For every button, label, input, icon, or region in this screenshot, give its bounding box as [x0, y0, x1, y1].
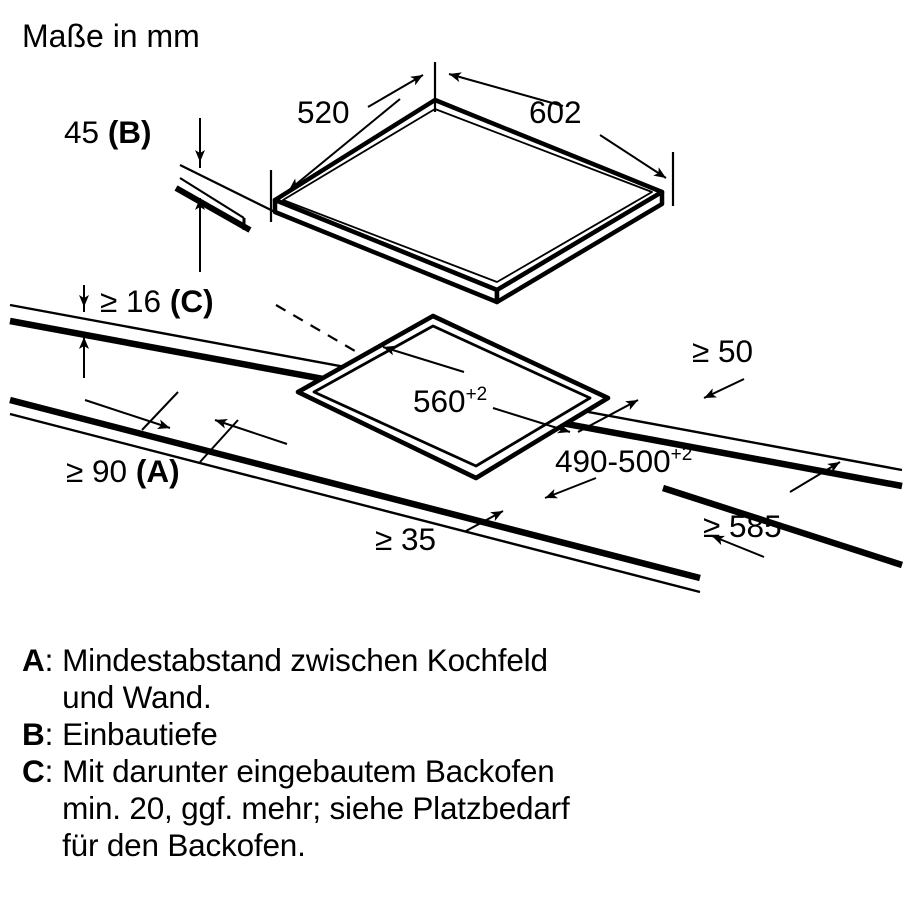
dimension-602: 602 [448, 72, 675, 206]
legend-colon-a: : [44, 642, 54, 678]
cutout-width-arrow-left [382, 345, 465, 373]
worktop-front-thick-line [9, 396, 701, 582]
wall-distance-guide-b [199, 419, 239, 463]
wall-distance-arrow-left [214, 419, 288, 445]
depth-b-label: 45 (B) [64, 114, 152, 150]
alignment-dashed-line [275, 304, 435, 398]
legend-key-c: C [22, 753, 45, 789]
dim-602-arrow-top [448, 72, 564, 107]
dimension-worktop-depth: ≥ 585 [703, 461, 841, 558]
worktop-front-thin-line [9, 412, 701, 594]
page-title: Maße in mm [22, 18, 200, 54]
legend-text-c: Mit darunter eingebautem Backofen min. 2… [62, 753, 822, 864]
wall-distance-arrow-right [84, 399, 171, 429]
worktop-cutout [295, 313, 611, 481]
legend-key-b: B [22, 716, 45, 752]
worktop-depth-arrow-down [711, 535, 765, 558]
cutout-depth-label: 490-500+2 [555, 443, 692, 479]
legend-colon-c: : [44, 753, 54, 789]
legend-item-b: B : Einbautiefe [22, 716, 822, 753]
rear-min-label: ≥ 50 [692, 333, 753, 369]
front-min-label: ≥ 35 [375, 521, 436, 557]
worktop-depth-arrow-up [789, 461, 841, 493]
legend-colon-b: : [44, 716, 54, 752]
legend-text-b-line1: Einbautiefe [62, 716, 218, 752]
dimension-front-min: ≥ 35 [375, 510, 504, 557]
legend-item-a: A : Mindestabstand zwischen Kochfeld und… [22, 642, 822, 716]
wall-distance-guide-a [141, 391, 179, 431]
legend-text-c-line1: Mit darunter eingebautem Backofen [62, 753, 555, 789]
dim-520-arrow-top [367, 74, 424, 108]
cutout-width-label: 560+2 [413, 383, 487, 419]
wall-distance-a-label: ≥ 90 (A) [66, 453, 180, 489]
legend-item-c: C : Mit darunter eingebautem Backofen mi… [22, 753, 822, 864]
frame-edge-thick [174, 185, 252, 233]
legend-text-a-line2: und Wand. [62, 679, 212, 715]
hob-plate-right-side [494, 189, 665, 305]
dimension-depth-b: 45 (B) [64, 114, 276, 272]
dim-602-label: 602 [529, 94, 582, 130]
dimension-wall-distance-a: ≥ 90 (A) [66, 391, 288, 489]
frame-edge-lower [179, 177, 245, 219]
dim-520-arrow-left [288, 98, 401, 191]
legend-text-a: Mindestabstand zwischen Kochfeld und Wan… [62, 642, 822, 716]
cutout-depth-arrow-down [544, 477, 597, 499]
worktop-right-edge [662, 484, 903, 569]
dim-602-arrow-right [599, 134, 667, 179]
front-min-arrow [465, 510, 504, 532]
dimension-520: 520 [269, 62, 437, 222]
worktop-depth-label: ≥ 585 [703, 508, 782, 544]
dim-520-label: 520 [297, 94, 350, 130]
dimension-cutout-width: 560+2 [382, 345, 571, 434]
dimension-cutout-depth: 490-500+2 [544, 399, 692, 499]
legend-text-c-line2: min. 20, ggf. mehr; siehe Platzbedarf [62, 790, 570, 826]
legend-text-b: Einbautiefe [62, 716, 822, 753]
cutout-width-arrow-right [492, 407, 571, 434]
thickness-c-label: ≥ 16 (C) [100, 283, 214, 319]
dimension-rear-min: ≥ 50 [692, 333, 753, 399]
legend-text-a-line1: Mindestabstand zwischen Kochfeld [62, 642, 548, 678]
hob-plate-bevel [282, 108, 653, 283]
rear-min-arrow [703, 378, 745, 399]
legend-text-c-line3: für den Backofen. [62, 827, 306, 863]
cutout-depth-arrow-up [577, 399, 639, 433]
legend-key-a: A [22, 642, 45, 678]
frame-edge-upper [179, 164, 276, 213]
legend-block: A : Mindestabstand zwischen Kochfeld und… [22, 642, 822, 864]
dimension-worktop-thickness-c: ≥ 16 (C) [79, 283, 214, 378]
hob-plate [242, 97, 665, 305]
